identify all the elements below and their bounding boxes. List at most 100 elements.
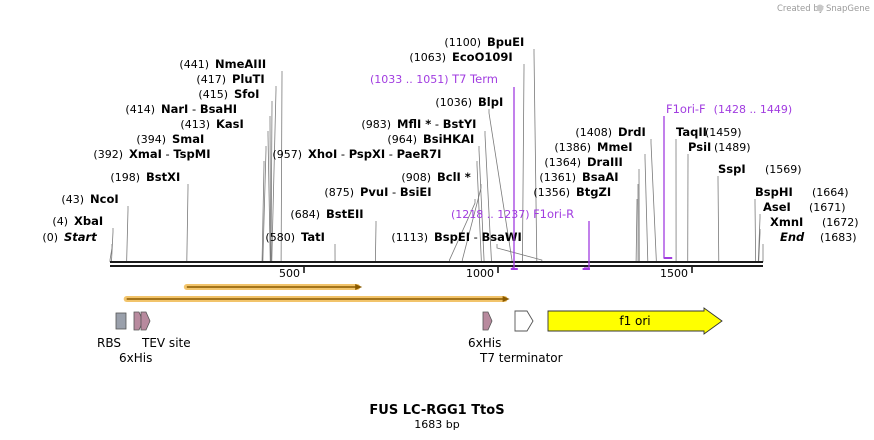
- site-position: (908): [401, 171, 431, 184]
- enzyme-name: TatI: [301, 230, 325, 244]
- primer-f1ori-f[interactable]: F1ori-F(1428 .. 1449): [663, 102, 793, 259]
- site-separator: -: [162, 147, 173, 161]
- site-draiii[interactable]: (1364)DraIII: [544, 155, 622, 169]
- map-length: 1683 bp: [414, 418, 459, 431]
- primer-name: T7 Term: [451, 72, 498, 86]
- site-kasi[interactable]: (413) KasI: [180, 117, 243, 131]
- site-name: XmnI: [770, 215, 803, 229]
- enzyme-name: BstXI: [146, 170, 180, 184]
- site-nmeaiii[interactable]: (441) NmeAIII: [179, 57, 266, 71]
- site-position: (413): [180, 118, 210, 131]
- feature-6xhis[interactable]: 6xHis: [468, 311, 501, 350]
- site-bsteii[interactable]: (684)BstEII: [290, 207, 363, 221]
- site-start[interactable]: (0)Start: [42, 230, 97, 244]
- site-name: PsiI: [688, 140, 711, 154]
- site-name: TatI: [301, 230, 325, 244]
- orf-head: [355, 284, 363, 290]
- enzyme-name: BtgZI: [576, 185, 611, 199]
- site-leader-line: [635, 199, 638, 262]
- site-sfoi[interactable]: (415)SfoI: [198, 87, 259, 101]
- primer-range: (1428 .. 1449): [714, 103, 793, 116]
- site-name: XhoI - PspXI - PaeR7I: [308, 147, 441, 161]
- site-bstxi[interactable]: (198) BstXI: [110, 170, 180, 184]
- site-position: (1672): [822, 216, 859, 229]
- terminator-arrow: [514, 310, 534, 332]
- enzyme-name: AseI: [763, 200, 791, 214]
- site-name: PluTI: [232, 72, 265, 86]
- orf-arrow[interactable]: [183, 284, 363, 290]
- site-name: BstXI: [146, 170, 180, 184]
- site-xhoi-pspxi-paer7i[interactable]: (957)XhoI - PspXI - PaeR7I: [272, 147, 441, 161]
- site-mfli-bstyi[interactable]: (983)MflI * - BstYI: [361, 117, 476, 131]
- site-name: SmaI: [172, 132, 204, 146]
- site-mmei[interactable]: (1386)MmeI: [554, 140, 632, 154]
- site-bpuei[interactable]: (1100)BpuEI: [444, 35, 524, 49]
- site-separator: -: [470, 230, 481, 244]
- enzyme-name: NmeAIII: [215, 57, 266, 71]
- feature-tev-site[interactable]: TEV site: [140, 311, 191, 350]
- site-position: (394): [136, 133, 166, 146]
- feature-rbs[interactable]: RBS: [97, 312, 127, 350]
- site-ecoo109i[interactable]: (1063)EcoO109I: [409, 50, 512, 64]
- primer-t7-term[interactable]: (1033 .. 1051) T7 Term: [370, 72, 518, 270]
- site-xbai[interactable]: (4)XbaI: [52, 214, 103, 228]
- site-name: BclI *: [437, 170, 471, 184]
- site-leader-line: [186, 184, 189, 262]
- site-bsihkai[interactable]: (964)BsiHKAI: [387, 132, 474, 146]
- enzyme-name: BpuEI: [487, 35, 524, 49]
- site-blpi[interactable]: (1036) BlpI: [435, 95, 503, 109]
- site-pvui-bsiei[interactable]: (875)PvuI - BsiEI: [324, 185, 431, 199]
- site-tati[interactable]: (580)TatI: [265, 230, 325, 244]
- site-separator: -: [385, 147, 396, 161]
- site-separator: -: [188, 102, 199, 116]
- tag-arrow: [482, 311, 493, 331]
- site-name: DrdI: [618, 125, 646, 139]
- site-position: (1036): [435, 96, 472, 109]
- enzyme-name: PsiI: [688, 140, 711, 154]
- site-sspi[interactable]: (1569)SspI: [718, 162, 802, 176]
- site-btgzi[interactable]: (1356)BtgZI: [533, 185, 611, 199]
- site-smai[interactable]: (394) SmaI: [136, 132, 204, 146]
- site-taqii[interactable]: (1459)TaqII: [676, 125, 742, 139]
- enzyme-name: BstEII: [326, 207, 364, 221]
- site-asei[interactable]: (1671)AseI: [763, 200, 846, 214]
- enzyme-name: BsaHI: [200, 102, 237, 116]
- primer-f1ori-r[interactable]: (1218 .. 1237) F1ori-R: [451, 207, 590, 270]
- enzyme-name: PspXI: [349, 147, 385, 161]
- site-pluti[interactable]: (417)PluTI: [196, 72, 264, 86]
- enzyme-name: DraIII: [587, 155, 623, 169]
- site-bsphi[interactable]: (1664)BspHI: [755, 185, 849, 199]
- site-end[interactable]: (1683)End: [780, 230, 857, 244]
- enzyme-name: BsaAI: [582, 170, 619, 184]
- site-name: BlpI: [478, 95, 503, 109]
- site-position: (198): [110, 171, 140, 184]
- feature-f1-ori[interactable]: f1 ori: [547, 307, 723, 335]
- enzyme-name: BsiEI: [400, 185, 432, 199]
- feature-t7-terminator[interactable]: T7 terminator: [479, 310, 563, 365]
- site-position: (4): [52, 215, 68, 228]
- f1-ori-arrow: [547, 307, 723, 335]
- primer-marks: (1033 .. 1051) T7 Term F1ori-F(1428 .. 14…: [370, 72, 793, 270]
- snapgene-logo-icon: [816, 4, 824, 12]
- enzyme-name: Start: [64, 230, 97, 244]
- site-xmai-tspmi[interactable]: (392)XmaI - TspMI: [93, 147, 210, 161]
- site-bsaai[interactable]: (1361)BsaAI: [539, 170, 618, 184]
- enzyme-name: SfoI: [234, 87, 259, 101]
- orf-arrow[interactable]: [123, 296, 510, 302]
- feature-label: T7 terminator: [479, 351, 563, 365]
- site-separator: -: [431, 117, 442, 131]
- site-position: (1063): [409, 51, 446, 64]
- site-bcli[interactable]: (908) BclI *: [401, 170, 470, 184]
- site-position: (441): [179, 58, 209, 71]
- site-psii[interactable]: (1489)PsiI: [688, 140, 751, 154]
- site-nari-bsahi[interactable]: (414)NarI - BsaHI: [125, 102, 237, 116]
- site-name: KasI: [216, 117, 244, 131]
- site-name: SfoI: [234, 87, 259, 101]
- enzyme-name: PaeR7I: [397, 147, 442, 161]
- site-ncoi[interactable]: (43)NcoI: [61, 192, 118, 206]
- site-xmni[interactable]: (1672) XmnI: [770, 215, 859, 229]
- site-bspei-bsawi[interactable]: (1113)BspEI - BsaWI: [391, 230, 521, 244]
- enzyme-name: XmaI: [129, 147, 162, 161]
- site-drdi[interactable]: (1408)DrdI: [575, 125, 645, 139]
